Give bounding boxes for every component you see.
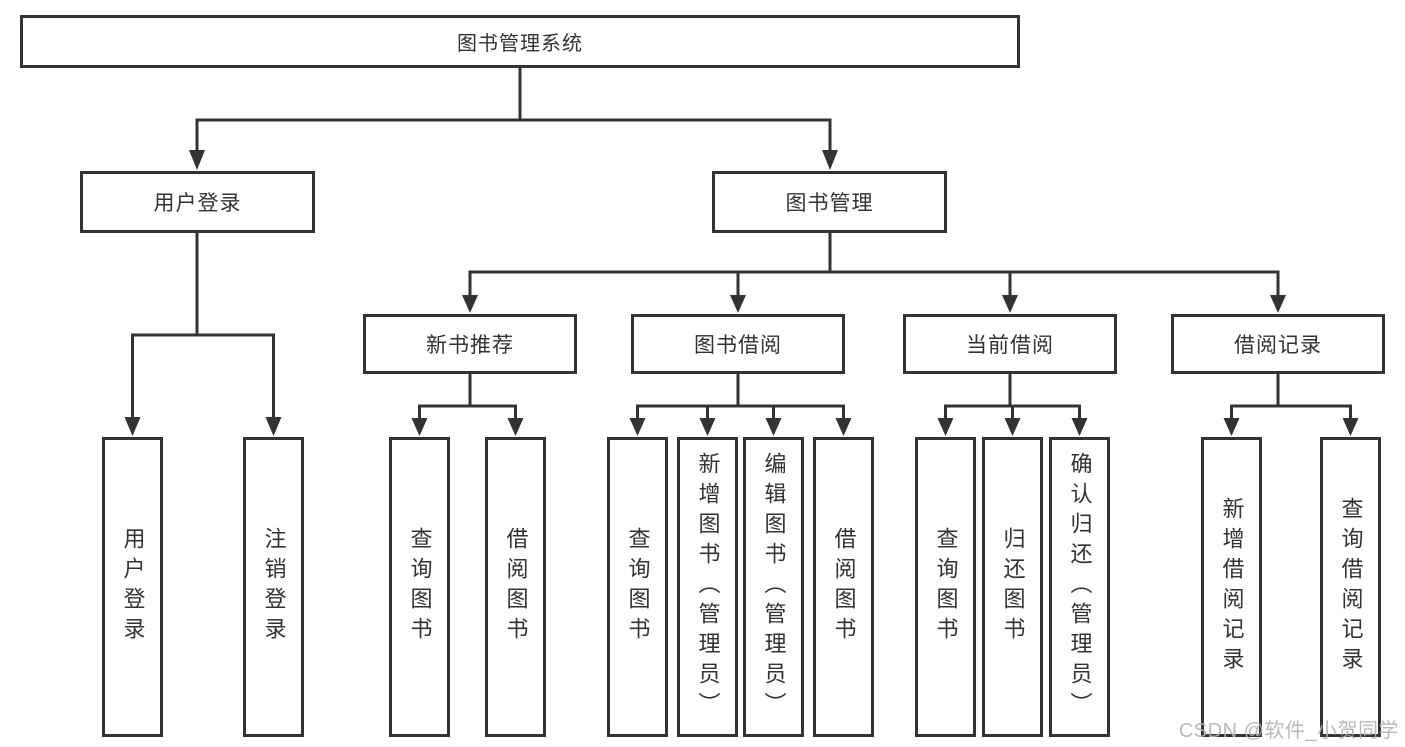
node-borrow-records: 借阅记录 <box>1171 314 1385 374</box>
leaf-label: 新增图书（管理员） <box>695 452 721 722</box>
leaf-label: 查询图书 <box>625 527 651 647</box>
leaf-return-books: 归还图书 <box>982 437 1043 737</box>
node-root-system: 图书管理系统 <box>20 15 1020 68</box>
node-user-login-branch: 用户登录 <box>80 171 315 233</box>
leaf-label: 编辑图书（管理员） <box>761 452 787 722</box>
leaf-label: 借阅图书 <box>503 527 529 647</box>
leaf-confirm-return-admin: 确认归还（管理员） <box>1049 437 1110 737</box>
leaf-logout: 注销登录 <box>243 437 304 737</box>
leaf-label: 查询图书 <box>933 527 959 647</box>
leaf-query-books-recommend: 查询图书 <box>389 437 450 737</box>
leaf-edit-books-admin: 编辑图书（管理员） <box>743 437 804 737</box>
leaf-label: 查询借阅记录 <box>1338 497 1364 677</box>
leaf-add-borrow-record: 新增借阅记录 <box>1201 437 1262 737</box>
csdn-watermark: CSDN @软件_小贺同学 <box>1178 720 1399 742</box>
leaf-label: 归还图书 <box>1000 527 1026 647</box>
leaf-add-books-admin: 新增图书（管理员） <box>677 437 738 737</box>
leaf-query-borrow-record: 查询借阅记录 <box>1320 437 1381 737</box>
leaf-user-login: 用户登录 <box>102 437 163 737</box>
node-new-book-recommend: 新书推荐 <box>363 314 577 374</box>
leaf-label: 查询图书 <box>407 527 433 647</box>
node-book-management-branch: 图书管理 <box>712 171 947 233</box>
node-current-borrow: 当前借阅 <box>903 314 1117 374</box>
leaf-query-books-current: 查询图书 <box>915 437 976 737</box>
leaf-label: 确认归还（管理员） <box>1067 452 1093 722</box>
leaf-label: 新增借阅记录 <box>1219 497 1245 677</box>
leaf-query-books-borrow: 查询图书 <box>607 437 668 737</box>
leaf-borrow-books-recommend: 借阅图书 <box>485 437 546 737</box>
leaf-label: 用户登录 <box>120 527 146 647</box>
leaf-label: 注销登录 <box>261 527 287 647</box>
node-book-borrow: 图书借阅 <box>631 314 845 374</box>
leaf-label: 借阅图书 <box>831 527 857 647</box>
leaf-borrow-books: 借阅图书 <box>813 437 874 737</box>
